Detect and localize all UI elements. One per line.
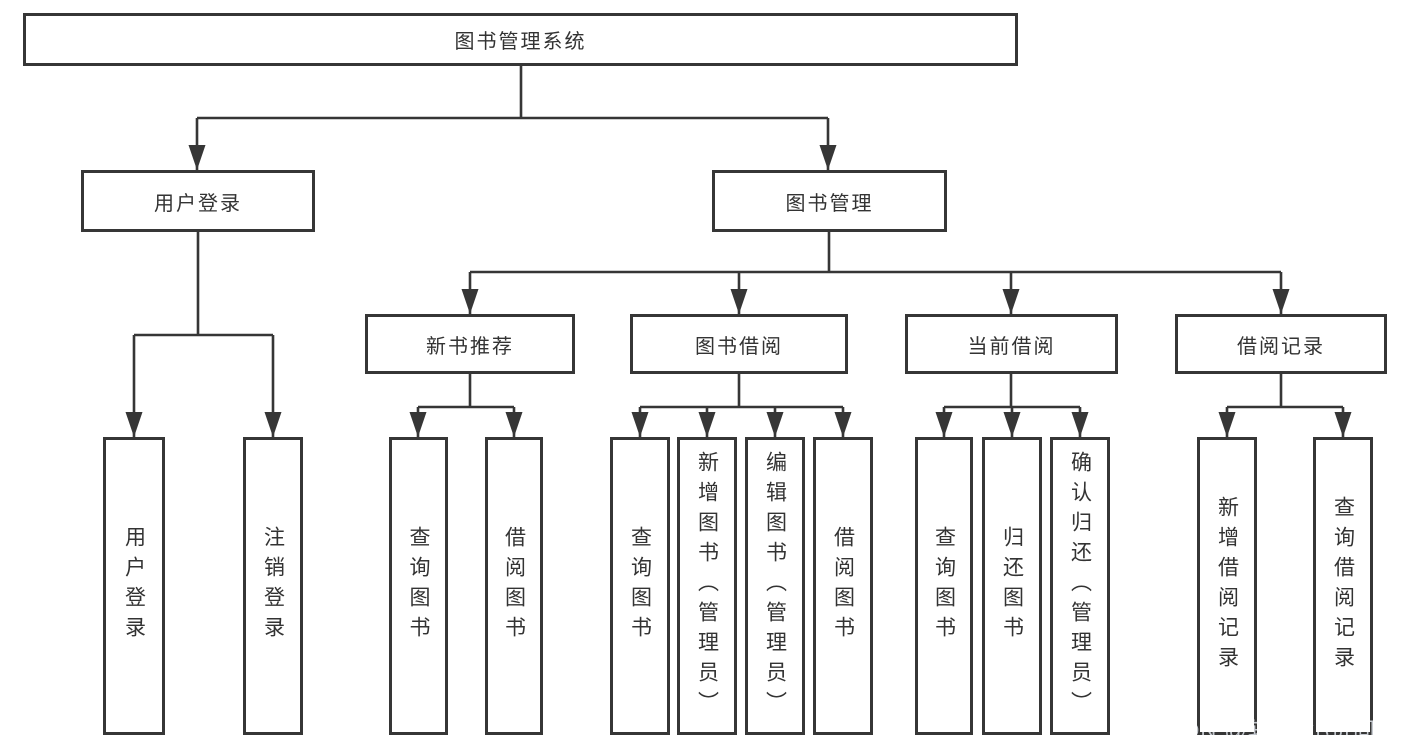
leaf-add-books-admin: 新增图书（管理员）	[677, 437, 737, 735]
leaf-logout: 注销登录	[243, 437, 303, 735]
leaf-query-borrow-record: 查询借阅记录	[1313, 437, 1373, 735]
leaf-return-books: 归还图书	[982, 437, 1042, 735]
leaf-add-borrow-record: 新增借阅记录	[1197, 437, 1257, 735]
node-book-borrowing: 图书借阅	[630, 314, 848, 374]
node-new-book-recommend: 新书推荐	[365, 314, 575, 374]
leaf-edit-books-admin: 编辑图书（管理员）	[745, 437, 805, 735]
leaf-borrow-books: 借阅图书	[813, 437, 873, 735]
leaf-query-books-borrow: 查询图书	[610, 437, 670, 735]
node-borrowing-records: 借阅记录	[1175, 314, 1387, 374]
leaf-query-books-recommend: 查询图书	[389, 437, 448, 735]
node-book-management-system: 图书管理系统	[23, 13, 1018, 66]
leaf-user-login: 用户登录	[103, 437, 165, 735]
node-current-borrowing: 当前借阅	[905, 314, 1118, 374]
node-user-login: 用户登录	[81, 170, 315, 232]
leaf-borrow-books-recommend: 借阅图书	[485, 437, 543, 735]
leaf-query-books-current: 查询图书	[915, 437, 973, 735]
node-book-management: 图书管理	[712, 170, 947, 232]
leaf-confirm-return-admin: 确认归还（管理员）	[1050, 437, 1110, 735]
